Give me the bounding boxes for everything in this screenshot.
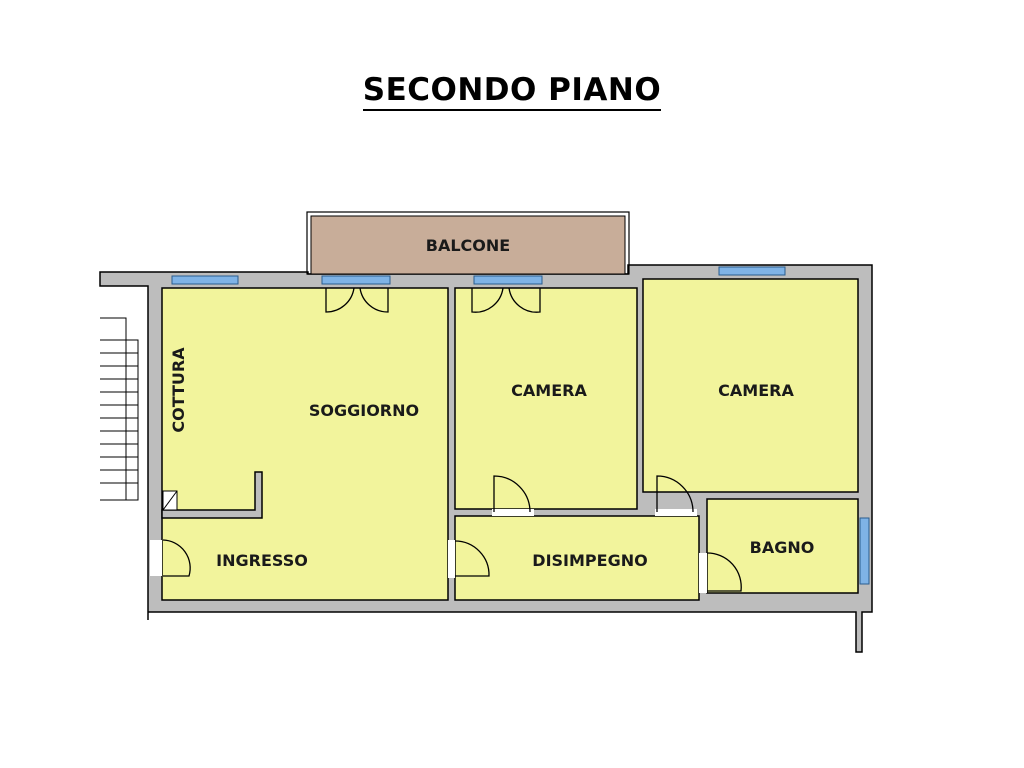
plan-title-text: SECONDO PIANO bbox=[362, 72, 662, 111]
label-balcone: BALCONE bbox=[426, 236, 510, 255]
rooms bbox=[161, 278, 859, 601]
label-disimpegno: DISIMPEGNO bbox=[532, 551, 647, 570]
room-camera-1 bbox=[454, 287, 638, 510]
window-soggiorno bbox=[171, 275, 239, 285]
balcony bbox=[306, 211, 630, 275]
label-camera-1: CAMERA bbox=[511, 381, 587, 400]
windows bbox=[171, 266, 870, 585]
window-balcone-1 bbox=[321, 275, 391, 285]
label-ingresso: INGRESSO bbox=[216, 551, 308, 570]
door-swings bbox=[162, 287, 742, 592]
window-balcone-2 bbox=[473, 275, 543, 285]
door-openings bbox=[150, 509, 707, 593]
staircase bbox=[100, 285, 148, 501]
room-camera-2 bbox=[642, 278, 859, 493]
plan-title: SECONDO PIANO bbox=[0, 72, 1024, 111]
room-soggiorno bbox=[161, 287, 449, 601]
label-cottura: COTTURA bbox=[169, 347, 188, 433]
label-camera-2: CAMERA bbox=[718, 381, 794, 400]
label-soggiorno: SOGGIORNO bbox=[309, 401, 419, 420]
window-bagno bbox=[859, 517, 870, 585]
label-bagno: BAGNO bbox=[750, 538, 815, 557]
window-camera-2 bbox=[718, 266, 786, 276]
room-bagno bbox=[706, 498, 859, 594]
